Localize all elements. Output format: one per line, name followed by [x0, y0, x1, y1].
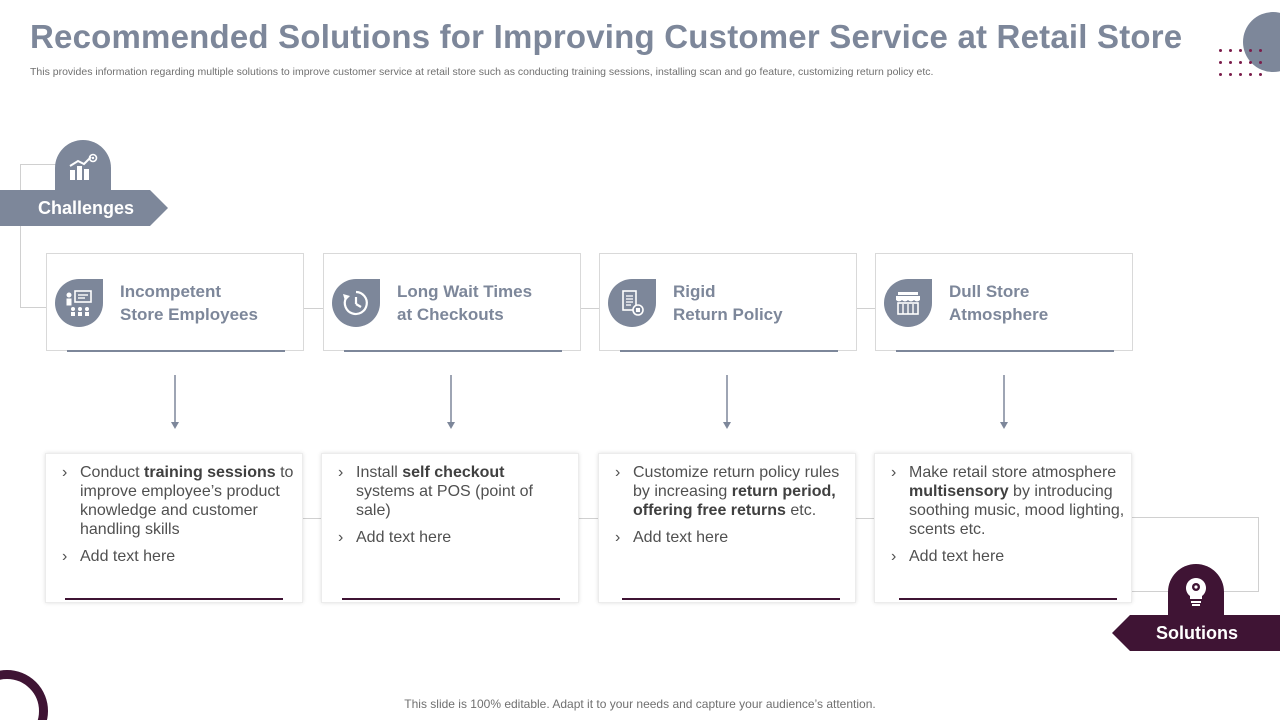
solution-point: ›Make retail store atmosphere multisenso…	[891, 464, 1125, 538]
solution-link	[856, 518, 876, 519]
challenges-banner: Challenges	[0, 190, 168, 226]
solution-extra: ›Add text here	[891, 548, 1005, 565]
challenge-underline	[67, 350, 285, 352]
chevron-right-icon: ›	[891, 464, 897, 481]
challenge-link	[303, 308, 324, 309]
solution-underline	[65, 598, 283, 600]
solution-underline	[622, 598, 840, 600]
storefront-icon	[884, 279, 932, 327]
down-arrow-icon	[447, 375, 455, 429]
solution-underline	[342, 598, 560, 600]
down-arrow-icon	[171, 375, 179, 429]
solution-card-training: ›Conduct training sessions to improve em…	[45, 453, 303, 603]
solutions-banner: Solutions	[1112, 615, 1280, 651]
solutions-badge	[1168, 564, 1224, 620]
decorative-ring	[0, 670, 48, 720]
page-title: Recommended Solutions for Improving Cust…	[30, 18, 1183, 55]
solution-extra: ›Add text here	[62, 548, 176, 565]
decorative-dot-grid	[1219, 49, 1262, 79]
chevron-right-icon: ›	[615, 464, 621, 481]
down-arrow-icon	[723, 375, 731, 429]
solution-link	[302, 518, 322, 519]
growth-chart-icon	[69, 153, 98, 180]
solution-link	[579, 518, 599, 519]
chevron-right-icon: ›	[615, 529, 621, 546]
down-arrow-icon	[1000, 375, 1008, 429]
challenge-underline	[896, 350, 1114, 352]
chevron-right-icon: ›	[62, 548, 68, 565]
presentation-team-icon	[55, 279, 103, 327]
solution-card-self-checkout: ›Install self checkout systems at POS (p…	[321, 453, 579, 603]
challenges-badge	[55, 140, 111, 196]
challenge-underline	[620, 350, 838, 352]
footer-note: This slide is 100% editable. Adapt it to…	[404, 697, 876, 711]
lightbulb-gear-icon	[1186, 578, 1206, 606]
chevron-right-icon: ›	[338, 464, 344, 481]
policy-document-icon	[608, 279, 656, 327]
challenge-link	[856, 308, 876, 309]
solution-extra: ›Add text here	[615, 529, 729, 546]
solution-point: ›Install self checkout systems at POS (p…	[338, 464, 533, 519]
page-subtitle: This provides information regarding mult…	[30, 66, 934, 78]
challenge-link	[579, 308, 600, 309]
solution-underline	[899, 598, 1117, 600]
chevron-right-icon: ›	[338, 529, 344, 546]
clock-refresh-icon	[332, 279, 380, 327]
challenge-underline	[344, 350, 562, 352]
solution-card-return-policy: ›Customize return policy rules by increa…	[598, 453, 856, 603]
solution-point: ›Conduct training sessions to improve em…	[62, 464, 294, 538]
chevron-right-icon: ›	[62, 464, 68, 481]
chevron-right-icon: ›	[891, 548, 897, 565]
solution-point: ›Customize return policy rules by increa…	[615, 464, 840, 519]
solution-card-atmosphere: ›Make retail store atmosphere multisenso…	[874, 453, 1132, 603]
solution-extra: ›Add text here	[338, 529, 452, 546]
challenges-connector	[20, 164, 56, 308]
